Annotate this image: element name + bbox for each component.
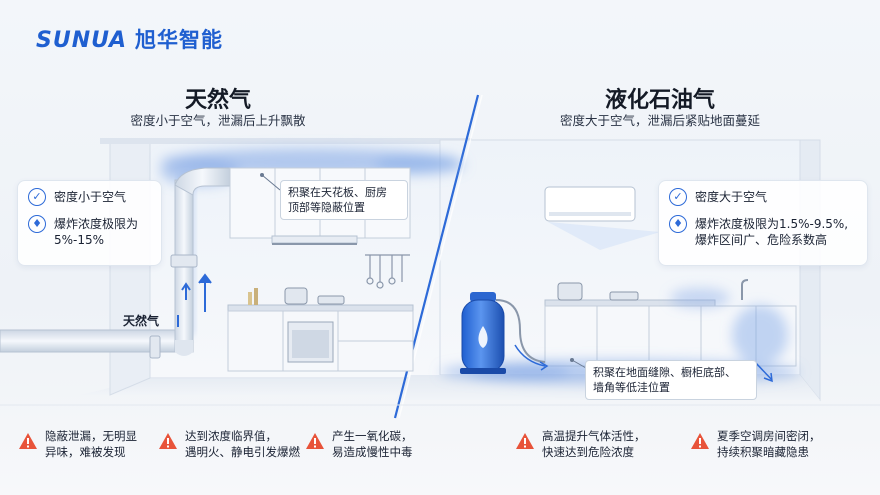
warning-icon: [516, 433, 534, 449]
right-warning-1: 高温提升气体活性， 快速达到危险浓度: [515, 428, 675, 460]
right-card-row-limit: ♦ 爆炸浓度极限为1.5%-9.5%, 爆炸区间广、危险系数高: [669, 215, 857, 248]
warning-icon: [19, 433, 37, 449]
left-title: 天然气: [184, 88, 251, 113]
warning-icon: [691, 433, 709, 449]
range-hood: [271, 235, 358, 245]
check-circle-icon: ✓: [669, 188, 687, 206]
left-info-card: ✓ 密度小于空气 ♦ 爆炸浓度极限为 5%-15%: [17, 180, 162, 266]
right-title: 液化石油气: [604, 88, 715, 113]
flame-drop-icon: ♦: [28, 215, 46, 233]
left-subtitle: 密度小于空气，泄漏后上升飘散: [130, 113, 306, 128]
right-subtitle: 密度大于空气，泄漏后紧贴地面蔓延: [559, 113, 760, 128]
lpg-cylinder: [460, 292, 546, 374]
pipe-label: 天然气: [123, 314, 160, 328]
left-card-row-limit: ♦ 爆炸浓度极限为 5%-15%: [28, 215, 151, 248]
check-circle-icon: ✓: [28, 188, 46, 206]
right-info-card: ✓ 密度大于空气 ♦ 爆炸浓度极限为1.5%-9.5%, 爆炸区间广、危险系数高: [658, 180, 868, 266]
right-card-row-density: ✓ 密度大于空气: [669, 188, 857, 206]
right-warning-2: 夏季空调房间密闭， 持续积聚暗藏隐患: [690, 428, 860, 460]
hanging-utensils: [365, 254, 410, 289]
flame-drop-icon: ♦: [669, 215, 687, 233]
rise-arrows: [177, 273, 212, 327]
left-card-row-density: ✓ 密度小于空气: [28, 188, 151, 206]
air-conditioner: [544, 186, 660, 250]
brand-en: SUNUA: [36, 28, 128, 53]
warning-icon: [306, 433, 324, 449]
right-callout: 积聚在地面缝隙、橱柜底部、 墙角等低洼位置: [585, 360, 757, 400]
brand-logo: SUNUA 旭华智能: [36, 24, 223, 54]
warning-icon: [159, 433, 177, 449]
left-warning-2: 达到浓度临界值， 遇明火、静电引发爆燃: [158, 428, 318, 460]
left-callout: 积聚在天花板、厨房 顶部等隐蔽位置: [280, 180, 408, 220]
left-counter: [227, 287, 414, 372]
left-warning-3: 产生一氧化碳， 易造成慢性中毒: [305, 428, 450, 460]
left-warning-1: 隐蔽泄漏，无明显 异味，难被发现: [18, 428, 168, 460]
brand-cn: 旭华智能: [135, 28, 224, 52]
gas-pipe: [0, 167, 231, 359]
